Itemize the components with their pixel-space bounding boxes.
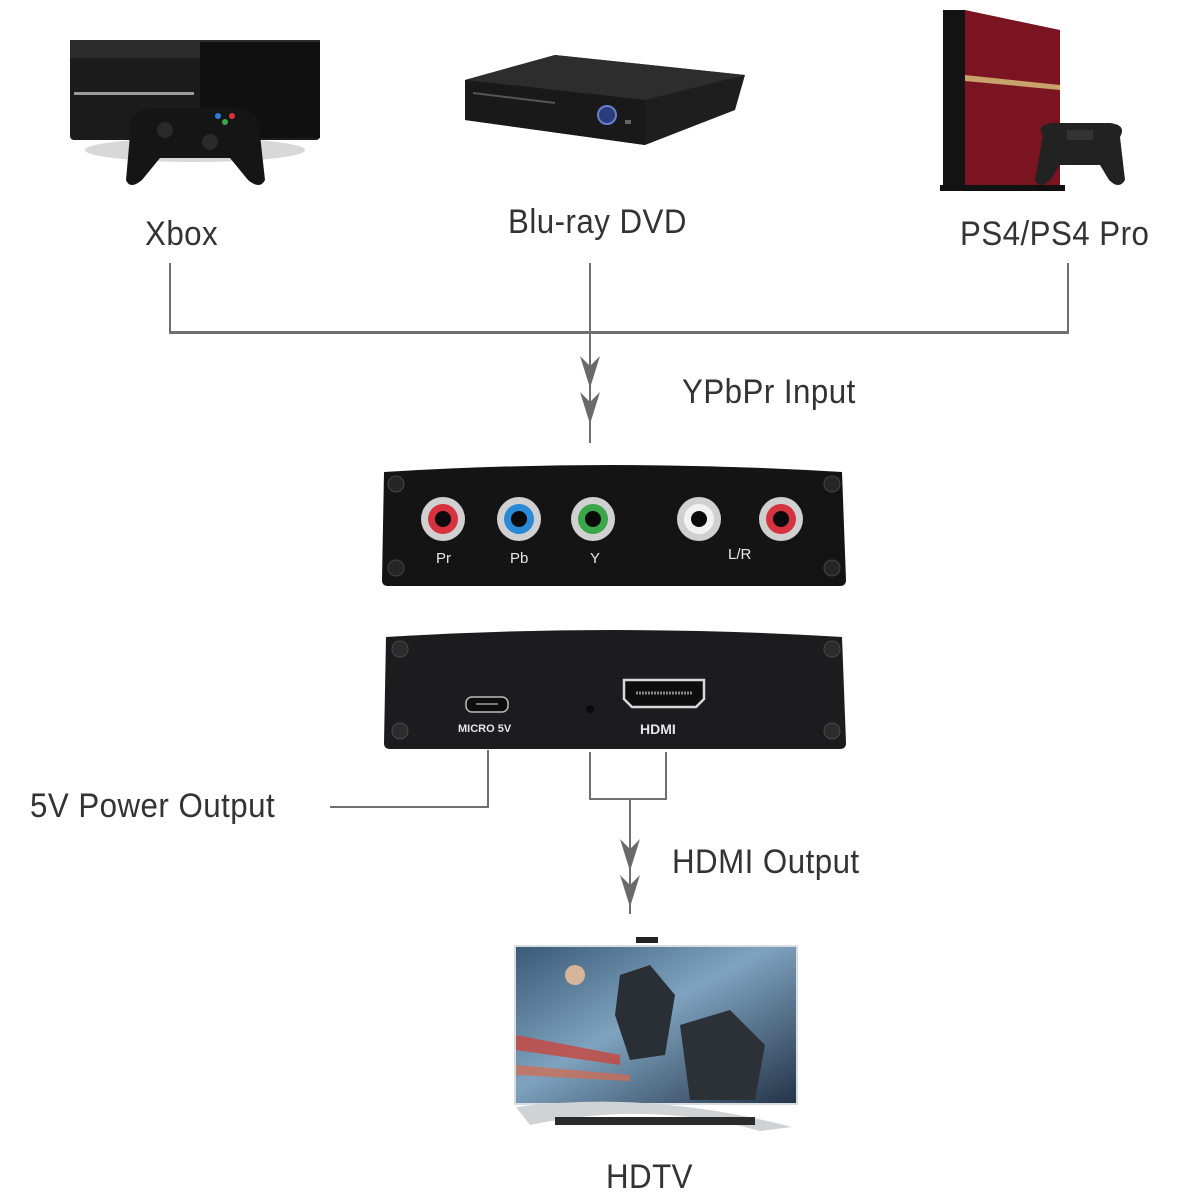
bluray-device bbox=[455, 45, 745, 165]
power-output-label: 5V Power Output bbox=[30, 787, 276, 825]
port-label-y: Y bbox=[590, 550, 601, 567]
bluray-player-icon bbox=[465, 55, 745, 145]
connector-xbox bbox=[169, 263, 171, 333]
input-label: YPbPr Input bbox=[682, 373, 856, 411]
output-panel: MICRO 5V HDMI bbox=[382, 627, 848, 749]
power-connector-vertical bbox=[487, 750, 489, 808]
xbox-console-icon bbox=[70, 40, 320, 185]
micro-usb-port-icon bbox=[465, 696, 509, 713]
source-label-xbox: Xbox bbox=[145, 215, 219, 253]
hdtv-label: HDTV bbox=[606, 1158, 693, 1196]
xbox-device bbox=[60, 30, 330, 190]
arrow-down-icon bbox=[580, 356, 600, 424]
hdmi-port-label: HDMI bbox=[640, 721, 676, 737]
port-label-lr: L/R bbox=[728, 546, 752, 563]
arrow-down-icon bbox=[620, 839, 640, 907]
hdmi-bracket-bottom bbox=[589, 798, 667, 800]
input-panel: Pr Pb Y L/R bbox=[380, 462, 848, 586]
hdmi-bracket-left bbox=[589, 752, 591, 800]
power-connector-horizontal bbox=[330, 806, 489, 808]
hdtv-icon bbox=[514, 937, 798, 1131]
micro-5v-label: MICRO 5V bbox=[458, 723, 512, 735]
port-label-pb: Pb bbox=[510, 550, 529, 567]
connector-ps4 bbox=[1067, 263, 1069, 333]
hdmi-port-icon bbox=[622, 678, 706, 709]
hdtv-device bbox=[500, 935, 800, 1140]
hdmi-bracket-right bbox=[665, 752, 667, 800]
source-label-bluray: Blu-ray DVD bbox=[508, 203, 687, 241]
hdmi-output-label: HDMI Output bbox=[672, 843, 860, 881]
connector-bluray bbox=[589, 263, 591, 443]
port-label-pr: Pr bbox=[436, 550, 451, 567]
output-panel-body bbox=[384, 630, 846, 749]
connector-bus bbox=[169, 331, 1069, 334]
ps4-device bbox=[935, 5, 1135, 195]
ps4-console-icon bbox=[940, 10, 1125, 191]
source-label-ps4: PS4/PS4 Pro bbox=[960, 215, 1150, 253]
indicator-led-icon bbox=[586, 705, 594, 713]
